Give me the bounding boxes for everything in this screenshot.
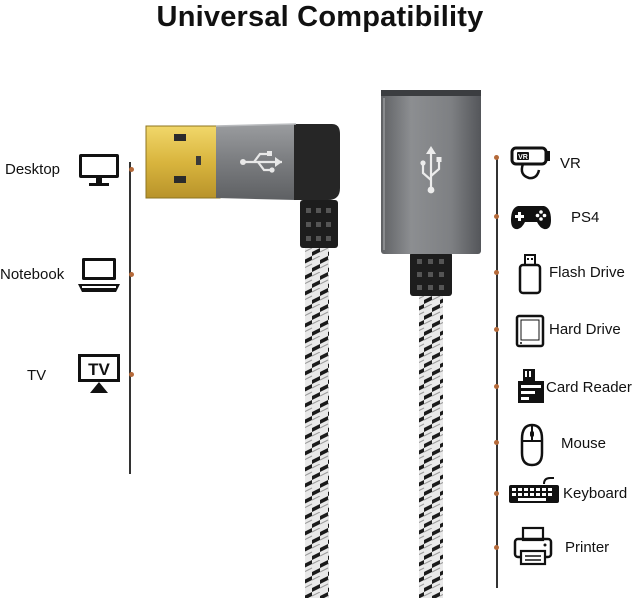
svg-text:VR: VR [518, 154, 528, 161]
connector-dot [494, 384, 499, 389]
gamepad-icon [510, 202, 552, 232]
device-label-hard-drive: Hard Drive [549, 321, 621, 338]
usb-symbol-icon [240, 151, 282, 173]
device-label-tv: TV [27, 367, 47, 384]
notebook-laptop-icon [76, 256, 122, 294]
connector-dot [129, 372, 134, 377]
strain-relief-right [410, 252, 452, 296]
connector-dot [129, 272, 134, 277]
connector-dot [494, 545, 499, 550]
vr-headset-icon: VR [509, 143, 551, 181]
usb-a-plug-gold [145, 125, 221, 199]
device-label-desktop: Desktop [5, 161, 61, 178]
connector-dot [494, 270, 499, 275]
hard-drive-icon [514, 313, 546, 349]
device-label-printer: Printer [565, 539, 610, 556]
device-label-notebook: Notebook [0, 266, 65, 283]
flash-drive-icon [517, 253, 543, 295]
braided-cable-right [419, 290, 443, 598]
connector-dot [494, 491, 499, 496]
page-title: Universal Compatibility [156, 1, 484, 33]
svg-text:TV: TV [88, 360, 110, 379]
connector-dot [494, 214, 499, 219]
device-label-keyboard: Keyboard [563, 485, 628, 502]
printer-icon [512, 526, 554, 566]
left-connector-line [129, 162, 131, 474]
card-reader-icon [515, 367, 547, 405]
usb-symbol-icon [420, 146, 442, 194]
strain-relief-left [300, 200, 338, 248]
right-connector-line [496, 156, 498, 588]
device-label-flash-drive: Flash Drive [549, 264, 625, 281]
connector-dot [494, 327, 499, 332]
device-label-vr: VR [560, 155, 581, 172]
connector-dot [129, 167, 134, 172]
mouse-icon [519, 423, 545, 467]
connector-dot [494, 155, 499, 160]
braided-cable-left [305, 246, 329, 598]
desktop-monitor-icon [77, 152, 121, 188]
connector-dot [494, 440, 499, 445]
device-label-card-reader: Card Reader [546, 379, 632, 396]
tv-icon: TV [76, 352, 122, 394]
device-label-mouse: Mouse [561, 435, 607, 452]
keyboard-icon [508, 476, 560, 504]
device-label-ps4: PS4 [571, 209, 600, 226]
